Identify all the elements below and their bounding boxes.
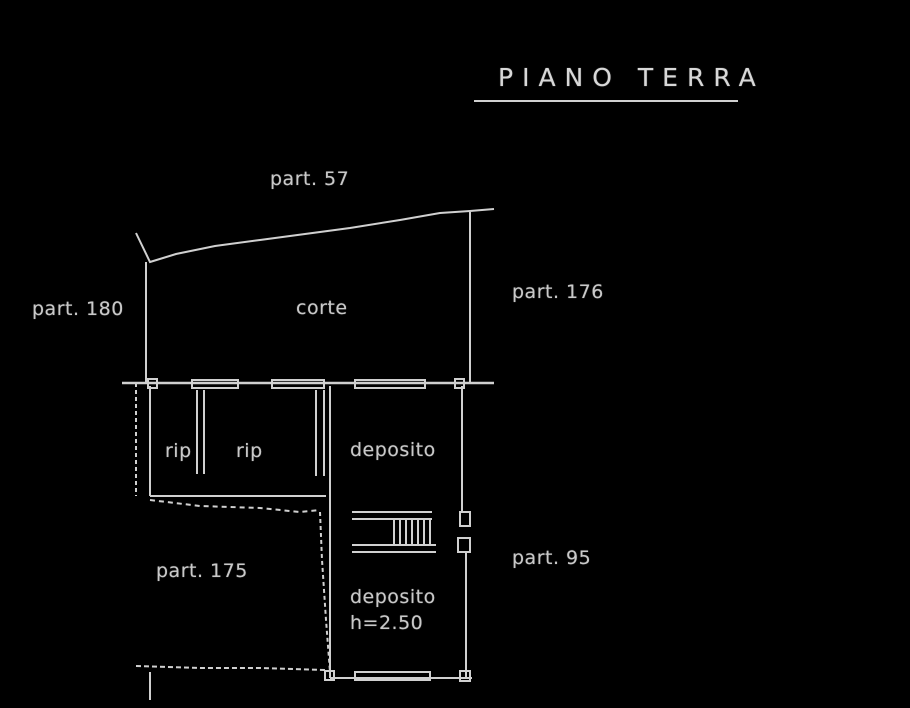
- label-part-95: part. 95: [512, 547, 592, 569]
- boundary-line-vertical: [320, 512, 330, 672]
- boundary-line-lower-left: [150, 500, 320, 512]
- label-rip-1: rip: [165, 440, 192, 462]
- label-deposito-2: deposito: [350, 586, 436, 608]
- label-part-57: part. 57: [270, 168, 350, 190]
- bottom-corner-post-left: [325, 671, 334, 680]
- label-corte: corte: [296, 297, 348, 319]
- corner-post-right: [455, 379, 464, 388]
- label-height: h=2.50: [350, 612, 424, 634]
- drawing-title: PIANO TERRA: [498, 63, 765, 92]
- front-opening-3: [355, 380, 425, 388]
- label-part-176: part. 176: [512, 281, 604, 303]
- label-part-175: part. 175: [156, 560, 248, 582]
- wall-opening-right-2: [458, 538, 470, 552]
- label-rip-2: rip: [236, 440, 263, 462]
- label-deposito-1: deposito: [350, 439, 436, 461]
- label-part-180: part. 180: [32, 298, 124, 320]
- corner-post-left: [148, 379, 157, 388]
- wall-opening-right: [460, 512, 470, 526]
- courtyard-top-boundary: [136, 209, 494, 262]
- bottom-corner-post: [460, 671, 470, 681]
- bottom-opening: [355, 672, 430, 680]
- boundary-line-bottom: [136, 666, 326, 670]
- front-opening-1: [192, 380, 238, 388]
- front-opening-2: [272, 380, 324, 388]
